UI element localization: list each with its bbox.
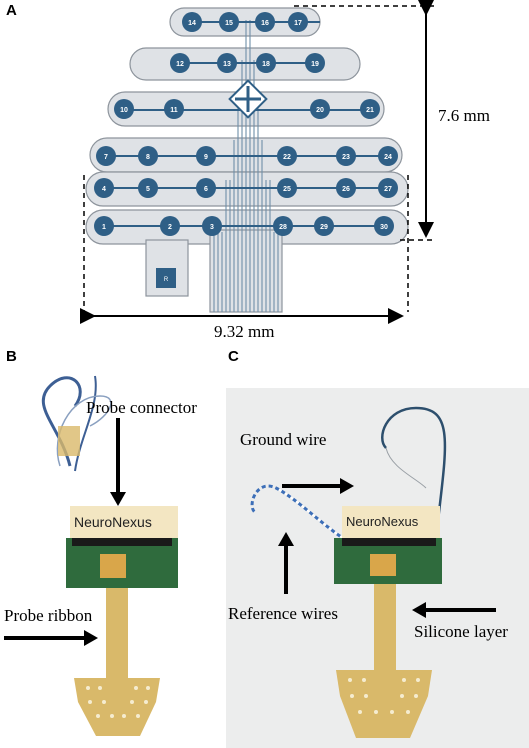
electrode bbox=[273, 216, 293, 236]
reference-pad bbox=[156, 268, 176, 288]
electrode-label: 14 bbox=[188, 20, 196, 27]
pcb-brand-c: NeuroNexus bbox=[346, 514, 419, 529]
probe-ribbon-label: Probe ribbon bbox=[4, 606, 93, 625]
electrode-label: 12 bbox=[176, 61, 184, 68]
reference-wires-label: Reference wires bbox=[228, 604, 338, 623]
electrode bbox=[277, 146, 297, 166]
electrode-label: 29 bbox=[320, 224, 328, 231]
electrode-label: 9 bbox=[204, 154, 208, 161]
electrode bbox=[164, 99, 184, 119]
electrode bbox=[196, 178, 216, 198]
electrode-label: 7 bbox=[104, 154, 108, 161]
panel-a-letter: A bbox=[6, 2, 17, 19]
ribbon-traces bbox=[213, 20, 279, 312]
electrode-label: 4 bbox=[102, 186, 106, 193]
electrode bbox=[94, 178, 114, 198]
electrode-label: 11 bbox=[170, 107, 178, 114]
electrode-label: 6 bbox=[204, 186, 208, 193]
electrode bbox=[255, 12, 275, 32]
alignment-mark bbox=[228, 79, 268, 119]
electrode bbox=[378, 178, 398, 198]
probe-connector-label: Probe connector bbox=[86, 398, 197, 417]
electrode bbox=[288, 12, 308, 32]
panel-b-letter: B bbox=[6, 348, 17, 365]
electrode bbox=[202, 216, 222, 236]
electrode bbox=[314, 216, 334, 236]
electrode bbox=[114, 99, 134, 119]
electrode-label: 28 bbox=[279, 224, 287, 231]
electrode-label: 22 bbox=[283, 154, 291, 161]
electrode bbox=[138, 178, 158, 198]
electrode-label: 19 bbox=[311, 61, 319, 68]
electrode-label: 27 bbox=[384, 186, 392, 193]
electrode-label: 1 bbox=[102, 224, 106, 231]
electrode-labels: 14 15 16 17 12 13 18 19 10 11 20 21 7 8 … bbox=[102, 20, 392, 231]
electrode bbox=[305, 53, 325, 73]
electrode-label: 10 bbox=[120, 107, 128, 114]
electrode bbox=[160, 216, 180, 236]
electrode bbox=[277, 178, 297, 198]
electrode bbox=[360, 99, 380, 119]
electrode-label: 20 bbox=[316, 107, 324, 114]
electrode-label: 23 bbox=[342, 154, 350, 161]
pcb-brand-b: NeuroNexus bbox=[74, 514, 152, 530]
electrode-label: 30 bbox=[380, 224, 388, 231]
electrode bbox=[336, 178, 356, 198]
electrode bbox=[182, 12, 202, 32]
ground-wire-label: Ground wire bbox=[240, 430, 327, 449]
electrode-label: 16 bbox=[261, 20, 269, 27]
panel-c-letter: C bbox=[228, 348, 239, 365]
electrode-label: 24 bbox=[384, 154, 392, 161]
electrode-label: 21 bbox=[366, 107, 374, 114]
width-label: 9.32 mm bbox=[214, 322, 275, 341]
electrode bbox=[374, 216, 394, 236]
electrode bbox=[196, 146, 216, 166]
electrode-array-diagram: 14 15 16 17 12 13 18 19 10 11 20 21 7 8 … bbox=[80, 0, 436, 324]
array-substrate bbox=[85, 7, 409, 313]
electrode bbox=[310, 99, 330, 119]
silicone-layer-label: Silicone layer bbox=[414, 622, 508, 641]
electrode bbox=[219, 12, 239, 32]
electrode bbox=[336, 146, 356, 166]
electrode bbox=[378, 146, 398, 166]
electrode bbox=[217, 53, 237, 73]
electrode-label: 26 bbox=[342, 186, 350, 193]
dimension-guides bbox=[83, 5, 436, 312]
photo-probe-with-connector: NeuroNexus bbox=[0, 366, 210, 748]
electrode-label: 17 bbox=[294, 20, 302, 27]
electrode bbox=[138, 146, 158, 166]
electrode bbox=[170, 53, 190, 73]
electrode bbox=[94, 216, 114, 236]
electrode-label: 5 bbox=[146, 186, 150, 193]
electrode-group bbox=[94, 12, 398, 236]
photo-probe-with-wires: NeuroNexus bbox=[226, 388, 529, 748]
electrode-label: 3 bbox=[210, 224, 214, 231]
electrode bbox=[256, 53, 276, 73]
electrode bbox=[96, 146, 116, 166]
electrode-label: 25 bbox=[283, 186, 291, 193]
electrode-label: 2 bbox=[168, 224, 172, 231]
electrode-label: 18 bbox=[262, 61, 270, 68]
electrode-label: 15 bbox=[225, 20, 233, 27]
height-label: 7.6 mm bbox=[438, 106, 490, 125]
electrode-label: 13 bbox=[223, 61, 231, 68]
reference-pad-label: R bbox=[164, 277, 169, 283]
electrode-label: 8 bbox=[146, 154, 150, 161]
